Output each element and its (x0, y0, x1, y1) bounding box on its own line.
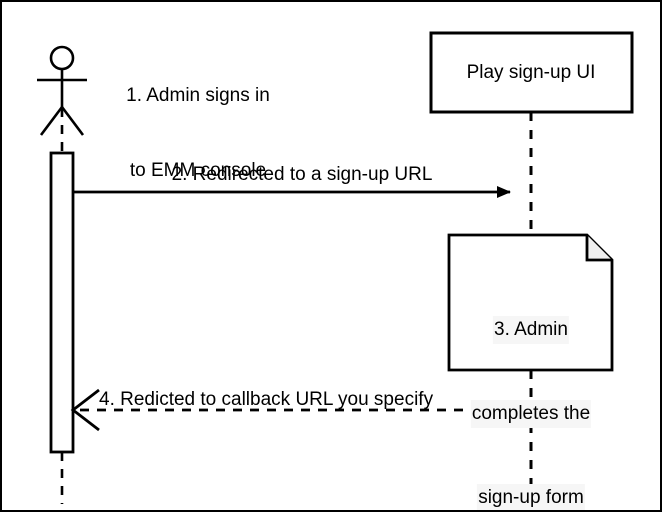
actor-step-label-line1: 1. Admin signs in (126, 85, 270, 106)
note-3-line1-text: 3. Admin (493, 316, 569, 344)
note-3-shape (447, 233, 614, 372)
note-3-line3-text: sign-up form (477, 484, 585, 510)
stick-figure-actor-icon (37, 45, 87, 136)
note-3-label: 3. Admin completes the sign-up form (470, 260, 592, 510)
participant-label-play-signup-ui: Play sign-up UI (466, 62, 596, 83)
message-4-label: 4. Redicted to callback URL you specify (99, 389, 434, 410)
note-3-line2: completes the (470, 400, 592, 428)
message-2-label: 2. Redirected to a sign-up URL (171, 164, 433, 185)
message-4-open-arrowhead (70, 388, 100, 432)
admin-activation-bar (49, 151, 75, 454)
participant-box-play-signup-ui[interactable] (429, 31, 634, 114)
note-3-line3: sign-up form (471, 484, 591, 510)
note-3-line1: 3. Admin (471, 316, 591, 344)
actor-step-label-line2: to EMM console (129, 160, 267, 181)
actor-step-label: 1. Admin signs in to EMM console (126, 33, 270, 233)
note-3-line2-text: completes the (470, 400, 592, 428)
